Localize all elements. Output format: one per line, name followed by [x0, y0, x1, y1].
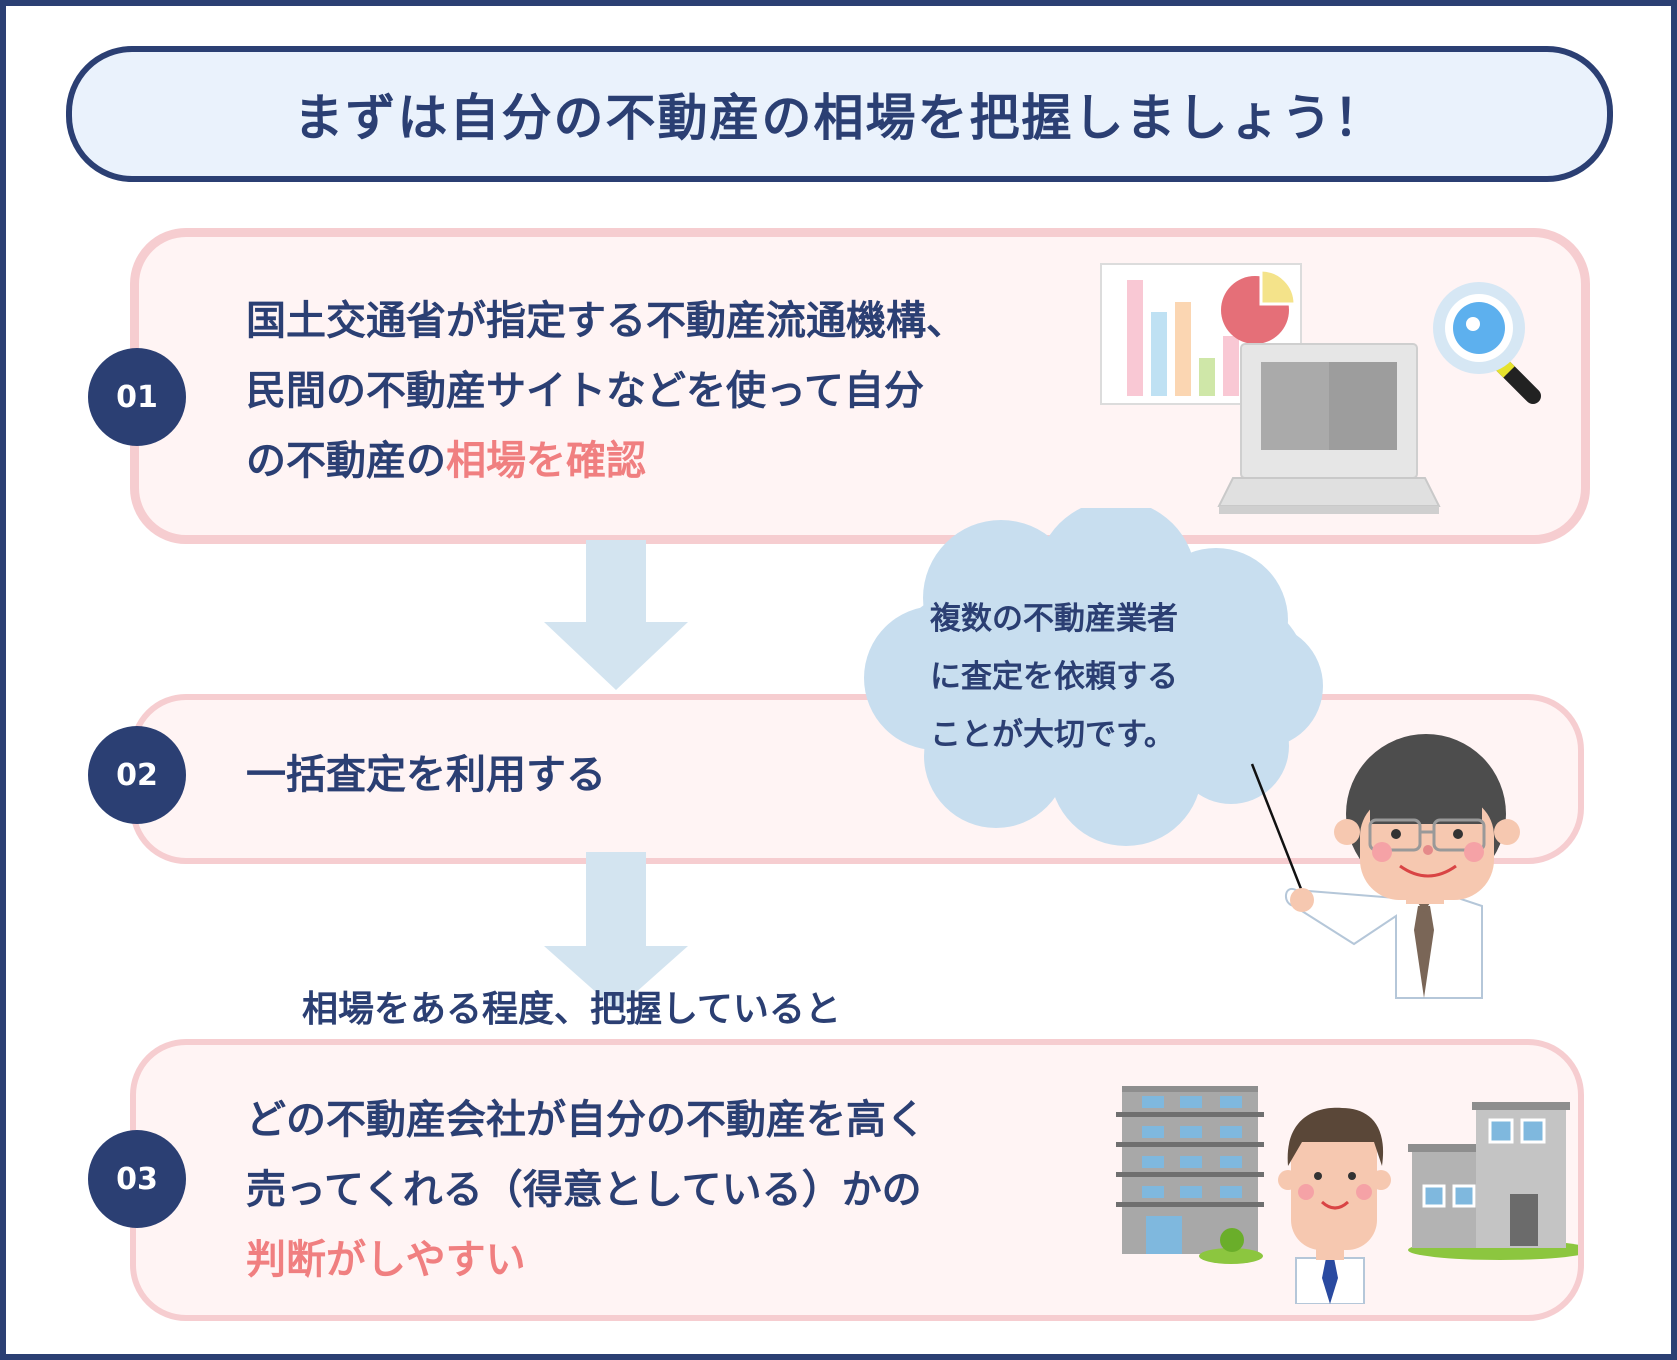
step-3-line-1: どの不動産会社が自分の不動産を高く: [246, 1097, 926, 1143]
step-number-badge-02: 02: [88, 726, 186, 824]
teacher-face-icon: [1334, 734, 1520, 900]
step-1-line-3: の不動産の相場を確認: [246, 426, 966, 496]
house-icon: [1408, 1102, 1578, 1260]
step-1-line-3-plain: の不動産の: [246, 438, 446, 484]
teacher-illustration: [1250, 734, 1520, 999]
laptop-icon: [1217, 343, 1441, 514]
step-3-highlight: 判断がしやすい: [246, 1237, 526, 1283]
step-number-badge-03: 03: [88, 1130, 186, 1228]
step-1-text: 国土交通省が指定する不動産流通機構、 民間の不動産サイトなどを使って自分 の不動…: [246, 286, 966, 496]
between-note: 相場をある程度、把握していると: [302, 989, 841, 1030]
step-1-line-2: 民間の不動産サイトなどを使って自分: [246, 368, 924, 414]
magnifier-icon: [1433, 282, 1541, 404]
step-3-text: どの不動産会社が自分の不動産を高く 売ってくれる（得意としている）かの 判断がし…: [246, 1085, 926, 1295]
step-3-line-2: 売ってくれる（得意としている）かの: [246, 1167, 922, 1213]
page-title: まずは自分の不動産の相場を把握しましょう！: [293, 89, 1386, 147]
pointer-stick-icon: [1250, 763, 1305, 895]
speech-cloud-text: 複数の不動産業者 に査定を依頼する ことが大切です。: [930, 590, 1178, 764]
down-arrow-2: [544, 852, 688, 1010]
bubble-line-2: に査定を依頼する: [930, 659, 1178, 695]
step-1-line-1: 国土交通省が指定する不動産流通機構、: [246, 298, 966, 344]
bubble-line-3: ことが大切です。: [930, 717, 1175, 753]
step-1-highlight: 相場を確認: [446, 438, 646, 484]
speech-cloud: [864, 508, 1323, 846]
salesman-icon: [1278, 1107, 1391, 1304]
step-number-badge-01: 01: [88, 348, 186, 446]
apartment-building-icon: [1116, 1086, 1264, 1264]
real-estate-illustration: [1116, 1086, 1578, 1304]
down-arrow-1: [544, 540, 688, 690]
title-banner: まずは自分の不動産の相場を把握しましょう！: [66, 46, 1613, 182]
step-2-text: 一括査定を利用する: [246, 752, 606, 798]
bubble-line-1: 複数の不動産業者: [930, 601, 1178, 637]
research-illustration: [1100, 263, 1541, 514]
